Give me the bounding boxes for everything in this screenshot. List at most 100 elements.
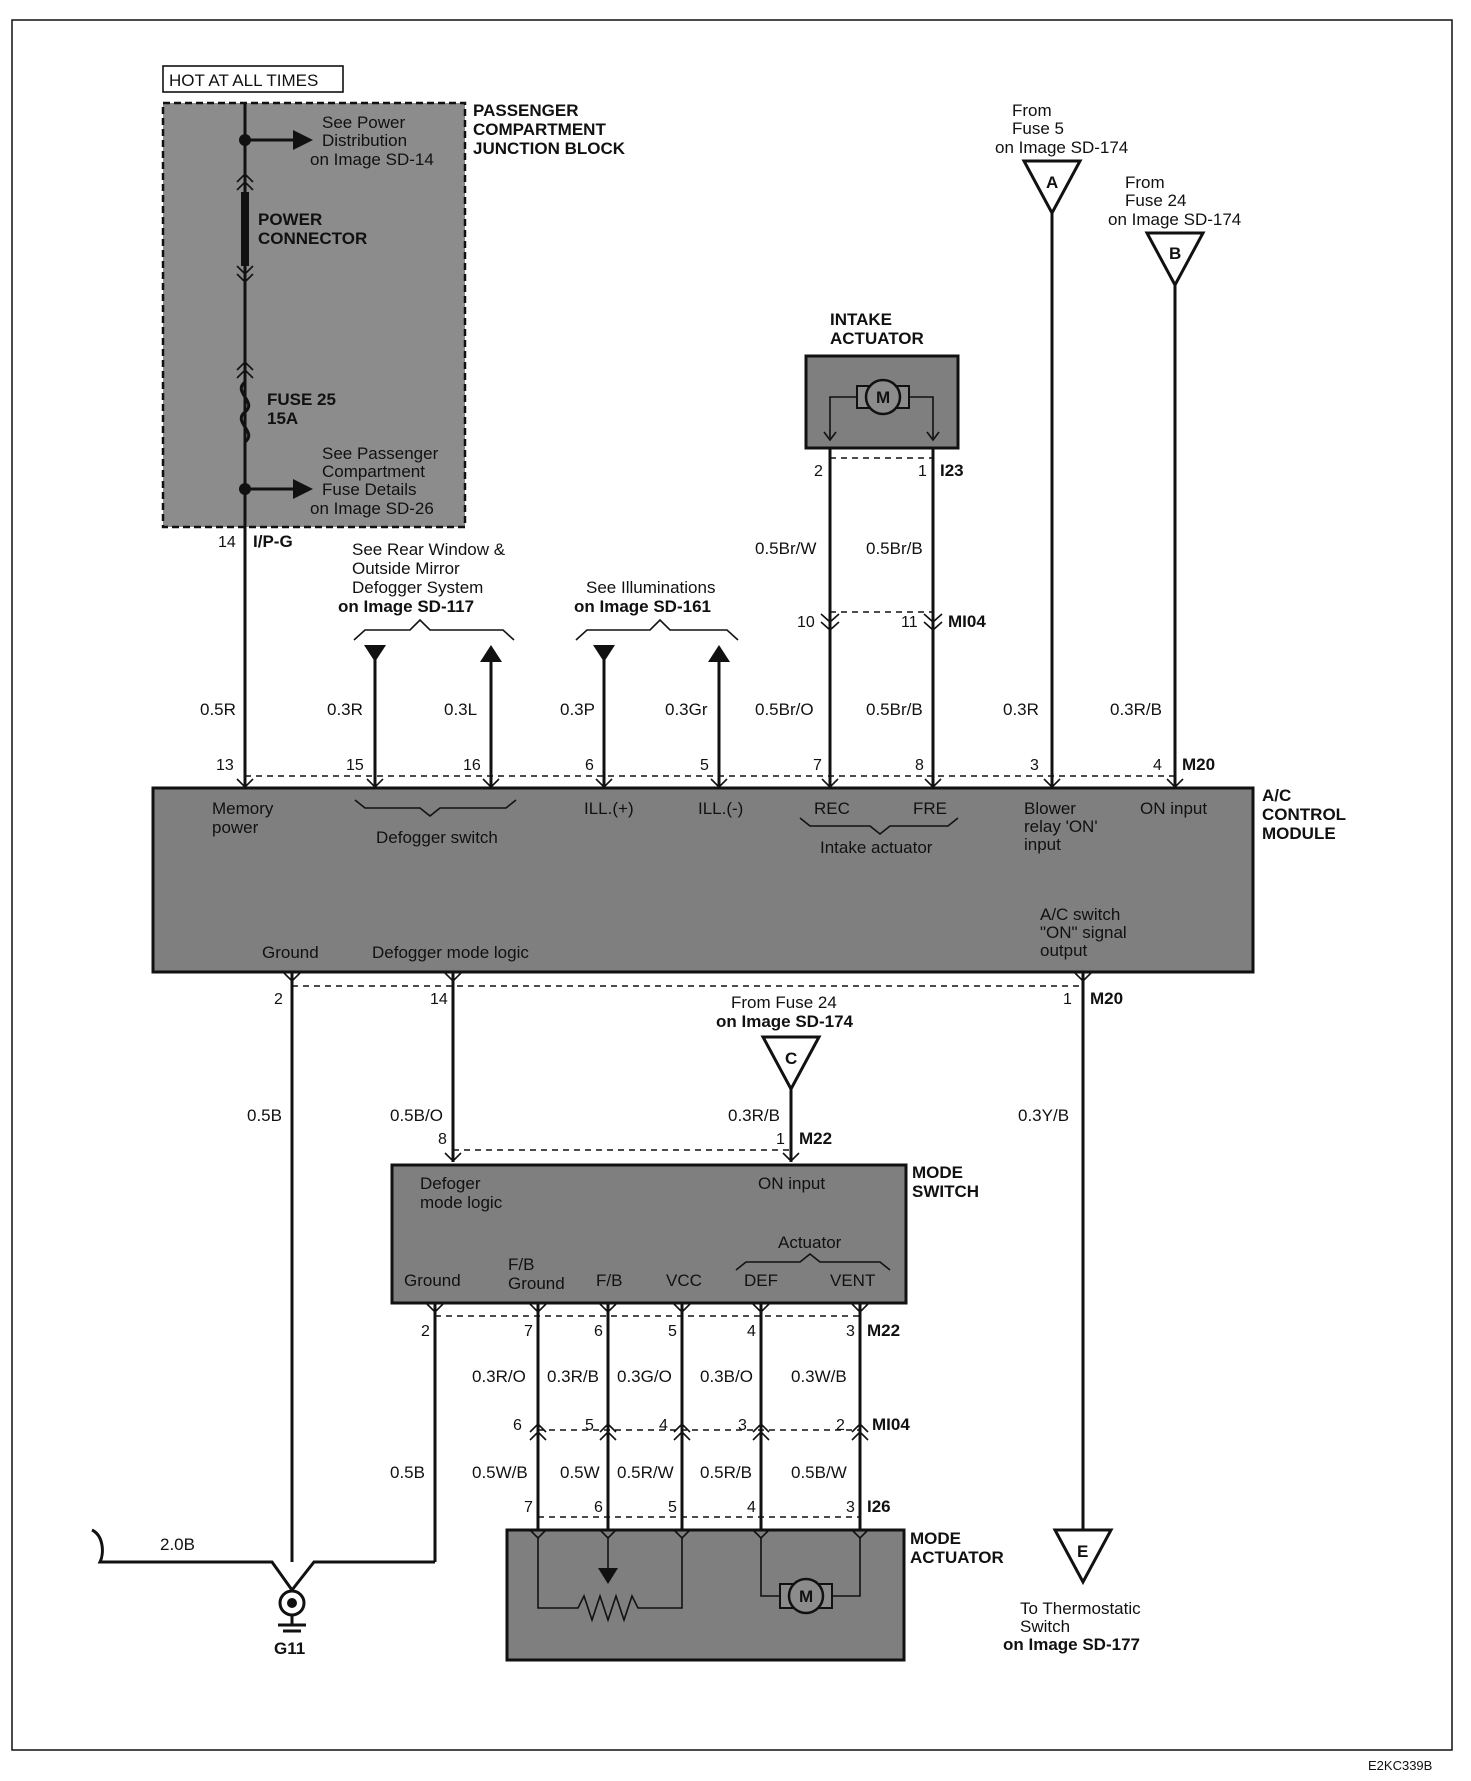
hot-label: HOT AT ALL TIMES xyxy=(169,71,318,90)
wire-label-0-5b-main: 0.5B xyxy=(247,1106,282,1125)
m20-bottom-connector: M20 xyxy=(1090,989,1123,1008)
mi04-pin-5: 5 xyxy=(585,1417,594,1434)
mode-switch-box xyxy=(390,1163,908,1305)
intake-lead-arrows xyxy=(823,431,940,442)
label-fb: F/B xyxy=(596,1271,622,1290)
source-b-letter: B xyxy=(1169,244,1181,263)
see-power-text-1: See Power xyxy=(322,113,405,132)
source-c-text-2: on Image SD-174 xyxy=(716,1012,854,1031)
label-actuator: Actuator xyxy=(778,1233,842,1252)
junction-block-title-2: COMPARTMENT xyxy=(473,120,606,139)
wire-label-0-3r-o: 0.3R/O xyxy=(472,1367,526,1386)
ac-control-module: 13 15 16 6 5 7 8 3 4 M20 A/C CONTROL MOD… xyxy=(151,755,1346,1008)
label-rec: REC xyxy=(814,799,850,818)
m20-pin-4: 4 xyxy=(1153,757,1162,774)
m20-top-pin-marks xyxy=(236,778,1184,789)
mode-actuator: 7 6 5 4 3 I26 MODE ACTUATOR M xyxy=(505,1497,1004,1662)
fuse-25-symbol xyxy=(239,380,251,444)
label-blower-2: relay 'ON' xyxy=(1024,817,1098,836)
see-fuse-text-4: on Image SD-26 xyxy=(310,499,434,518)
label-blower-3: input xyxy=(1024,835,1061,854)
m20-pin-5: 5 xyxy=(700,757,709,774)
wire-label-0-3y-b: 0.3Y/B xyxy=(1018,1106,1069,1125)
junction-block: HOT AT ALL TIMES PASSENGER COMPARTMENT J… xyxy=(161,65,626,790)
label-ac-switch-3: output xyxy=(1040,941,1088,960)
label-defogger-switch: Defogger switch xyxy=(376,828,498,847)
m20-top-connector: M20 xyxy=(1182,755,1215,774)
m22-pin-7: 7 xyxy=(524,1323,533,1340)
see-rear-bracket xyxy=(353,618,515,641)
label-intake-actuator: Intake actuator xyxy=(820,838,933,857)
intake-connector-i23: I23 xyxy=(940,461,964,480)
source-c: From Fuse 24 on Image SD-174 C 0.3R/B xyxy=(716,993,854,1162)
label-blower-1: Blower xyxy=(1024,799,1076,818)
m22-pin-5: 5 xyxy=(668,1323,677,1340)
junction-block-title-1: PASSENGER xyxy=(473,101,579,120)
label-mode-ground: Ground xyxy=(404,1271,461,1290)
source-e-text-1: To Thermostatic xyxy=(1020,1599,1141,1618)
position-sensor-resistor xyxy=(537,1538,683,1623)
see-fuse-text-1: See Passenger xyxy=(322,444,439,463)
source-b: From Fuse 24 on Image SD-174 B xyxy=(1108,173,1241,788)
label-vent: VENT xyxy=(830,1271,875,1290)
see-power-text-2: Distribution xyxy=(322,131,407,150)
mi04-pin-3: 3 xyxy=(738,1417,747,1434)
hot-label-box xyxy=(162,65,344,93)
wire-label-0-5r-w: 0.5R/W xyxy=(617,1463,674,1482)
mode-actuator-box xyxy=(505,1528,906,1662)
label-ac-switch-2: "ON" signal xyxy=(1040,923,1127,942)
intake-motor-leads xyxy=(829,396,934,438)
source-a-text-2: Fuse 5 xyxy=(1012,119,1064,138)
see-fuse-text-3: Fuse Details xyxy=(322,480,416,499)
m22-pin-2: 2 xyxy=(421,1323,430,1340)
label-ill-plus: ILL.(+) xyxy=(584,799,634,818)
power-connector-chevron-bottom xyxy=(236,265,254,284)
see-rear-text-4: on Image SD-117 xyxy=(338,597,474,616)
junction-block-title-3: JUNCTION BLOCK xyxy=(473,139,626,158)
m22-pin-6: 6 xyxy=(594,1323,603,1340)
intake-motor-letter: M xyxy=(876,388,890,407)
label-defogger-mode-logic: Defogger mode logic xyxy=(372,943,529,962)
page-frame xyxy=(11,19,1453,1751)
see-power-arrow xyxy=(293,130,313,150)
ground-g11: 2.0B G11 xyxy=(91,1528,435,1658)
source-b-text-3: on Image SD-174 xyxy=(1108,210,1241,229)
m22-bottom-pin-marks xyxy=(426,1303,869,1314)
m20-pin-16: 16 xyxy=(463,757,481,774)
source-e-triangle xyxy=(1052,1528,1114,1586)
mode-ground-join xyxy=(290,1560,435,1591)
m22-pin-1: 1 xyxy=(776,1131,785,1148)
wire-label-2-0b: 2.0B xyxy=(160,1535,195,1554)
source-b-triangle xyxy=(1144,231,1206,289)
see-rear-text-3: Defogger System xyxy=(352,578,483,597)
ground-ring-center xyxy=(287,1598,297,1608)
mode-actuator-title-1: MODE xyxy=(910,1529,961,1548)
defogger-switch-brace xyxy=(354,799,517,818)
i26-pin-7: 7 xyxy=(524,1499,533,1516)
source-a-text-1: From xyxy=(1012,101,1052,120)
wire-label-0-3g-o: 0.3G/O xyxy=(617,1367,672,1386)
i26-connector: I26 xyxy=(867,1497,891,1516)
intake-wire-right-label: 0.5Br/B xyxy=(866,539,923,558)
label-memory-power-2: power xyxy=(212,818,259,837)
source-a: From Fuse 5 on Image SD-174 A xyxy=(995,101,1128,788)
junction-pin-14: 14 xyxy=(218,534,236,551)
see-illum-text-2: on Image SD-161 xyxy=(574,597,711,616)
source-e-letter: E xyxy=(1077,1542,1088,1561)
mode-motor-icon xyxy=(787,1577,825,1615)
wire-label-0-5br-o: 0.5Br/O xyxy=(755,700,814,719)
see-rear-window: See Rear Window & Outside Mirror Defogge… xyxy=(338,540,515,788)
i26-pin-5: 5 xyxy=(668,1499,677,1516)
source-a-triangle xyxy=(1021,159,1083,217)
source-a-text-3: on Image SD-174 xyxy=(995,138,1128,157)
label-ac-switch-1: A/C switch xyxy=(1040,905,1120,924)
label-fb-ground-1: F/B xyxy=(508,1255,534,1274)
wire-label-0-5b-o: 0.5B/O xyxy=(390,1106,443,1125)
m22-pin-4: 4 xyxy=(747,1323,756,1340)
wire-label-0-5w: 0.5W xyxy=(560,1463,600,1482)
ill-plus-arrow xyxy=(593,645,615,662)
wire-label-0-5w-b: 0.5W/B xyxy=(472,1463,528,1482)
junction-block-box xyxy=(161,101,467,529)
mi04-pin-2: 2 xyxy=(836,1417,845,1434)
